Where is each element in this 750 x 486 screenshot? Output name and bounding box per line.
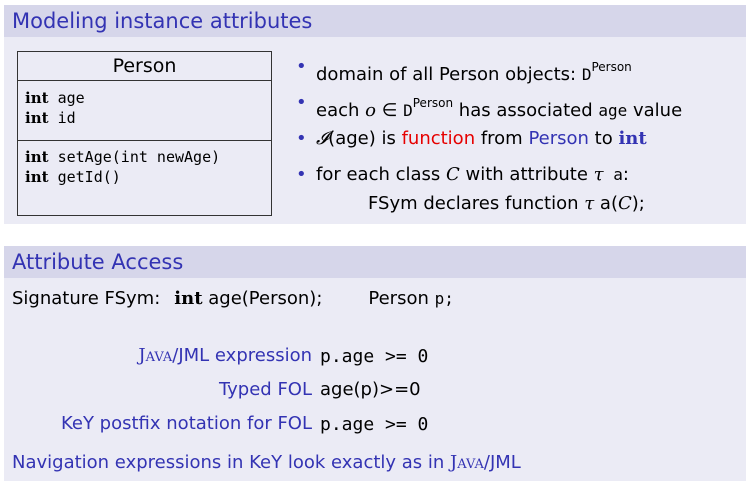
row-label-typed-fol: Typed FOL bbox=[218, 379, 312, 400]
footer-note: Navigation expressions in KeY look exact… bbox=[12, 452, 521, 473]
bullet-each-object: each o ∈ DPerson has associated age valu… bbox=[292, 87, 747, 123]
signature-line: Signature FSym:int age(Person);Person p; bbox=[12, 288, 454, 309]
row-value-typed-fol: age(p)>=0 bbox=[320, 379, 421, 400]
attribute-access-title: Attribute Access bbox=[4, 246, 746, 278]
uml-attribute: int id bbox=[25, 109, 76, 127]
row-label-java-jml: Java/JML expression bbox=[138, 345, 312, 366]
uml-class-box: Person int age int id int setAge(int new… bbox=[17, 51, 272, 216]
row-label-key-postfix: KeY postfix notation for FOL bbox=[60, 413, 312, 434]
bullet-each-class: for each class C with attribute τ a: bbox=[292, 159, 747, 195]
uml-class-name: Person bbox=[18, 52, 271, 81]
bullet-list: domain of all Person objects: DPerson ea… bbox=[292, 51, 747, 195]
bullet-domain: domain of all Person objects: DPerson bbox=[292, 51, 747, 87]
modeling-block: Modeling instance attributes Person int … bbox=[4, 5, 746, 224]
uml-operation: int getId() bbox=[25, 168, 121, 186]
uml-attributes: int age int id bbox=[18, 81, 271, 141]
row-value-key-postfix: p.age >= 0 bbox=[320, 414, 429, 435]
uml-operations: int setAge(int newAge) int getId() bbox=[18, 141, 271, 187]
row-value-java-jml: p.age >= 0 bbox=[320, 346, 429, 367]
uml-attribute: int age bbox=[25, 89, 85, 107]
uml-operation: int setAge(int newAge) bbox=[25, 148, 221, 166]
modeling-block-title: Modeling instance attributes bbox=[4, 5, 746, 37]
bullet-interpretation: 𝓘(age) is function from Person to int bbox=[292, 123, 747, 159]
bullet-continuation: FSym declares function τ a(C); bbox=[368, 193, 645, 214]
attribute-access-block: Attribute Access Signature FSym:int age(… bbox=[4, 246, 746, 481]
